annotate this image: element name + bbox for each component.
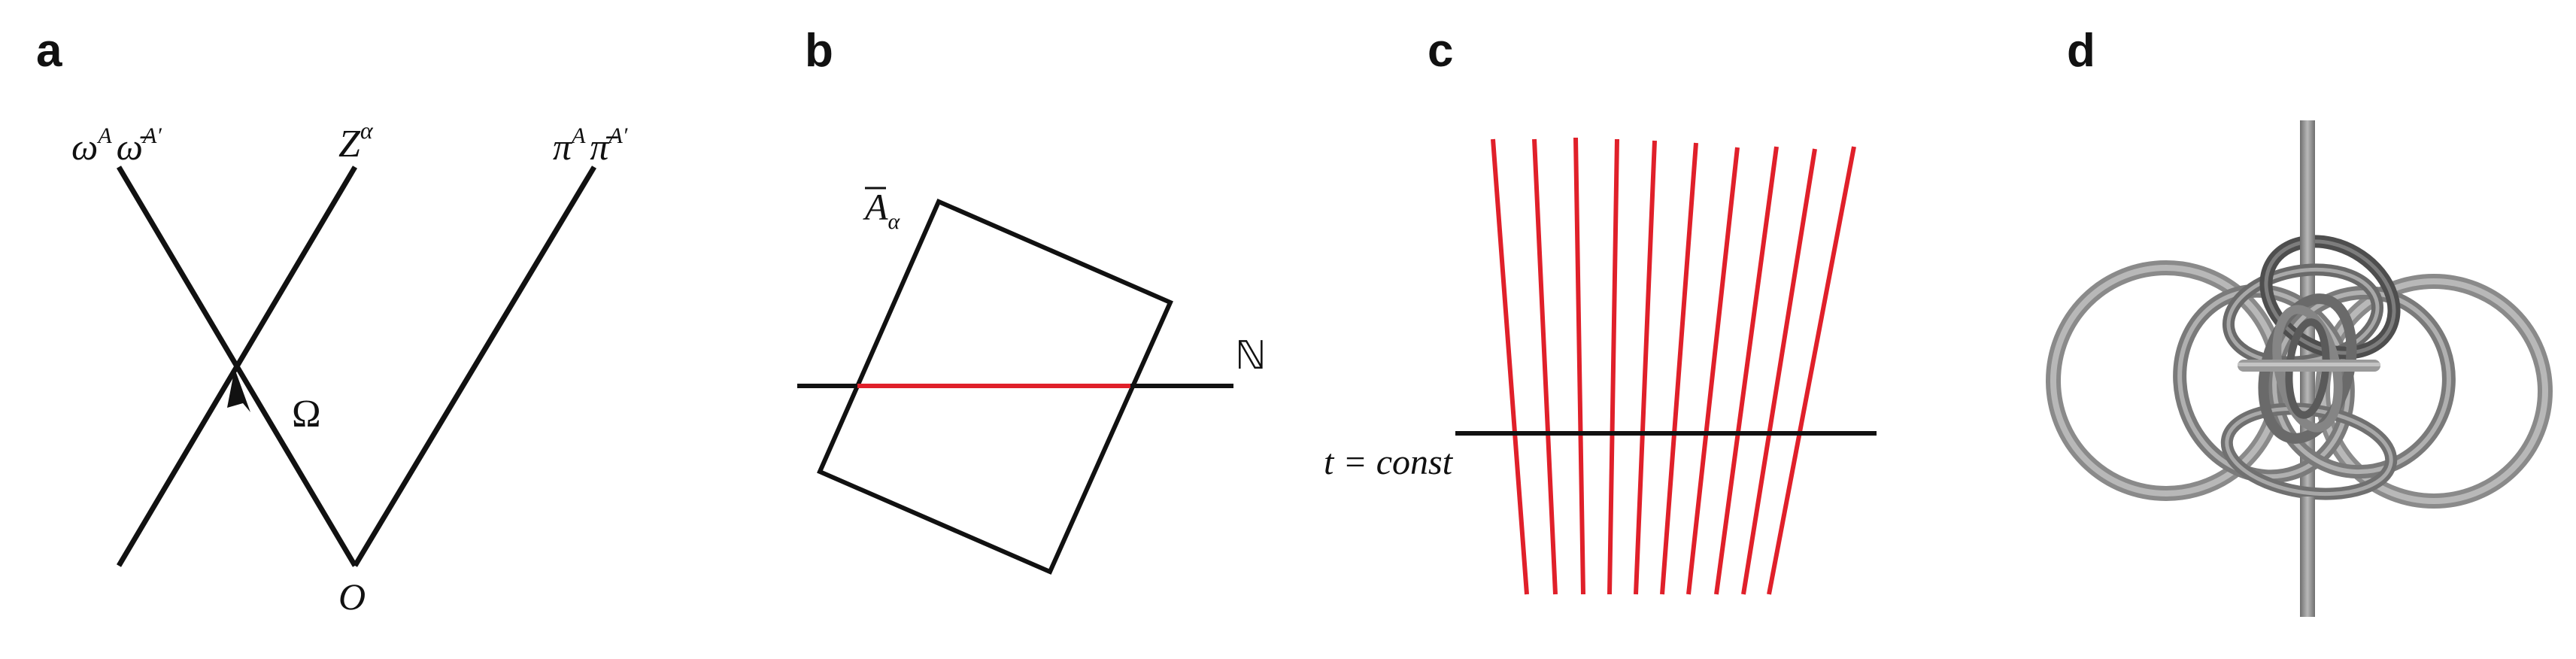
label-pi-base: π xyxy=(553,126,573,168)
panel-d: d xyxy=(2046,25,2553,617)
panel-b-letter: b xyxy=(805,25,833,77)
tube-loop-dark-top-highlight xyxy=(2264,239,2396,355)
red-line-10 xyxy=(1767,146,1856,595)
vertical-axis-bottom xyxy=(2300,497,2315,617)
label-n: ℕ xyxy=(1235,335,1267,378)
label-z-sup: α xyxy=(360,117,374,144)
hopf-link-tubes xyxy=(2046,235,2553,509)
label-omega-base: ω xyxy=(71,126,98,168)
panel-c: c t = const xyxy=(1324,25,1877,595)
label-pi-bar-sup: A′ xyxy=(607,123,627,148)
red-line-9 xyxy=(1741,148,1817,595)
label-a-sub: α xyxy=(888,209,901,234)
red-line-family xyxy=(1491,137,1856,595)
label-z-alpha: Zα xyxy=(338,117,374,166)
tube-loop-mid-right-highlight xyxy=(2272,290,2451,475)
vertical-axis-top xyxy=(2300,120,2315,263)
omega-arrowhead xyxy=(227,369,250,412)
red-line-3 xyxy=(1573,137,1585,595)
red-line-7 xyxy=(1686,147,1740,595)
label-omega-capital: Ω xyxy=(292,393,321,436)
label-t-const: t = const xyxy=(1324,442,1454,482)
line-z-alpha xyxy=(116,166,358,567)
label-a-base: A xyxy=(863,186,888,228)
red-line-5 xyxy=(1634,140,1657,595)
red-line-2 xyxy=(1532,138,1558,595)
label-pi-sup: A xyxy=(570,123,586,148)
label-a-alpha: Aα xyxy=(863,186,901,234)
panel-d-letter: d xyxy=(2067,25,2095,77)
panel-a-letter: a xyxy=(36,25,62,77)
label-z-base: Z xyxy=(338,123,361,166)
red-line-8 xyxy=(1714,146,1779,595)
plane-square xyxy=(817,199,1173,575)
line-pi xyxy=(352,166,597,567)
tube-core-1 xyxy=(2258,293,2357,444)
red-line-6 xyxy=(1660,142,1698,595)
panel-c-letter: c xyxy=(1428,25,1453,77)
label-o: O xyxy=(338,575,366,618)
red-line-1 xyxy=(1491,138,1529,595)
label-omega-sup: A xyxy=(96,123,112,148)
label-omega-bar-sup: A′ xyxy=(141,123,162,148)
red-line-4 xyxy=(1607,138,1619,595)
horizontal-spoke-highlight xyxy=(2238,363,2380,366)
panel-b: b Aα ℕ xyxy=(797,25,1267,575)
